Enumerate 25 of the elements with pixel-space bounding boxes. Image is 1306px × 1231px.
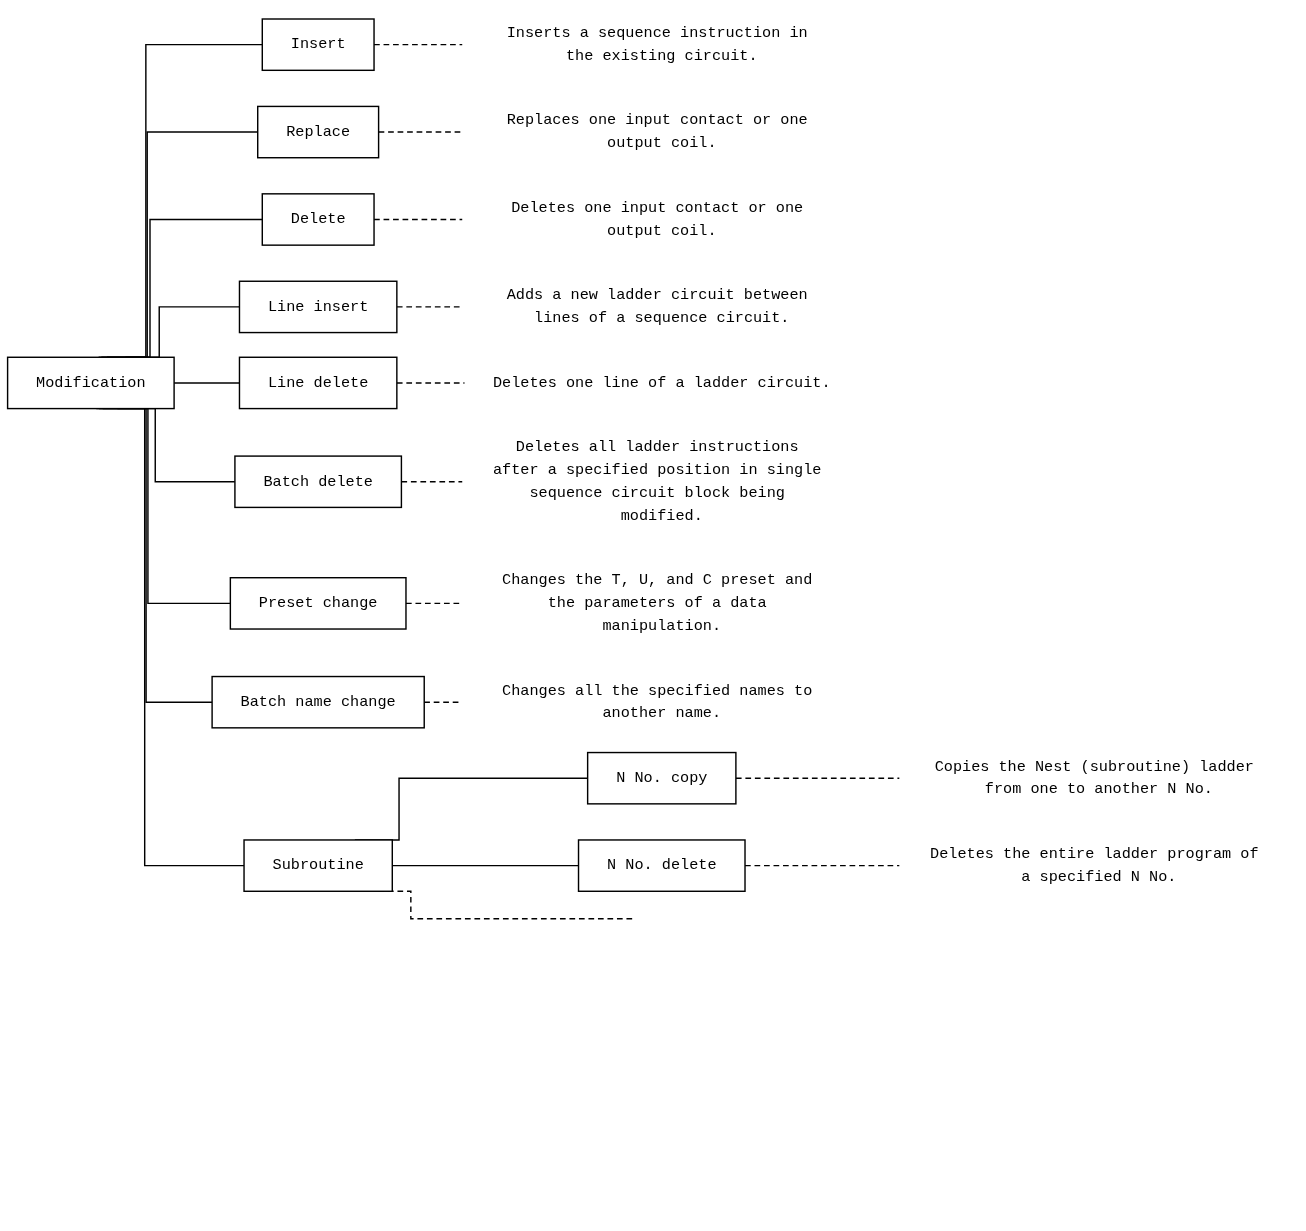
node-box: Preset change	[229, 577, 407, 630]
node-text: Changes all the specified names to another name.	[502, 682, 813, 723]
node-box: N No. delete	[577, 839, 746, 892]
node-text: Adds a new ladder circuit between lines of a sequence circuit.	[506, 286, 808, 327]
node-box: Delete	[261, 193, 375, 246]
node-box: Line delete	[238, 356, 398, 410]
node-box: Modification	[6, 356, 175, 410]
connector	[396, 382, 466, 384]
node-text: Deletes all ladder instructions after a specified position in single sequence circuit block being modified.	[492, 438, 822, 525]
node-box: Batch delete	[234, 455, 403, 509]
node-text: Deletes one line of a ladder circuit.	[492, 374, 831, 392]
node-box: Insert	[261, 18, 375, 72]
connector	[396, 306, 463, 308]
node-text: Inserts a sequence instruction in the existing circuit.	[506, 24, 808, 65]
node-text: Deletes the entire ladder program of a specified N No.	[930, 845, 1259, 886]
node-box: Line insert	[238, 280, 398, 334]
connector	[735, 777, 901, 779]
node-text: Copies the Nest (subroutine) ladder from one to another N No.	[934, 758, 1254, 799]
node-text: Deletes one input contact or one output coil.	[511, 199, 804, 240]
node-box: Batch name change	[211, 675, 425, 729]
node-box: Subroutine	[243, 839, 393, 892]
node-text: Changes the T, U, and C preset and the parameters of a data manipulation.	[502, 572, 813, 635]
node-box: Replace	[257, 105, 380, 159]
node-box: N No. copy	[586, 751, 737, 805]
node-text: Replaces one input contact or one output coil.	[506, 112, 808, 153]
